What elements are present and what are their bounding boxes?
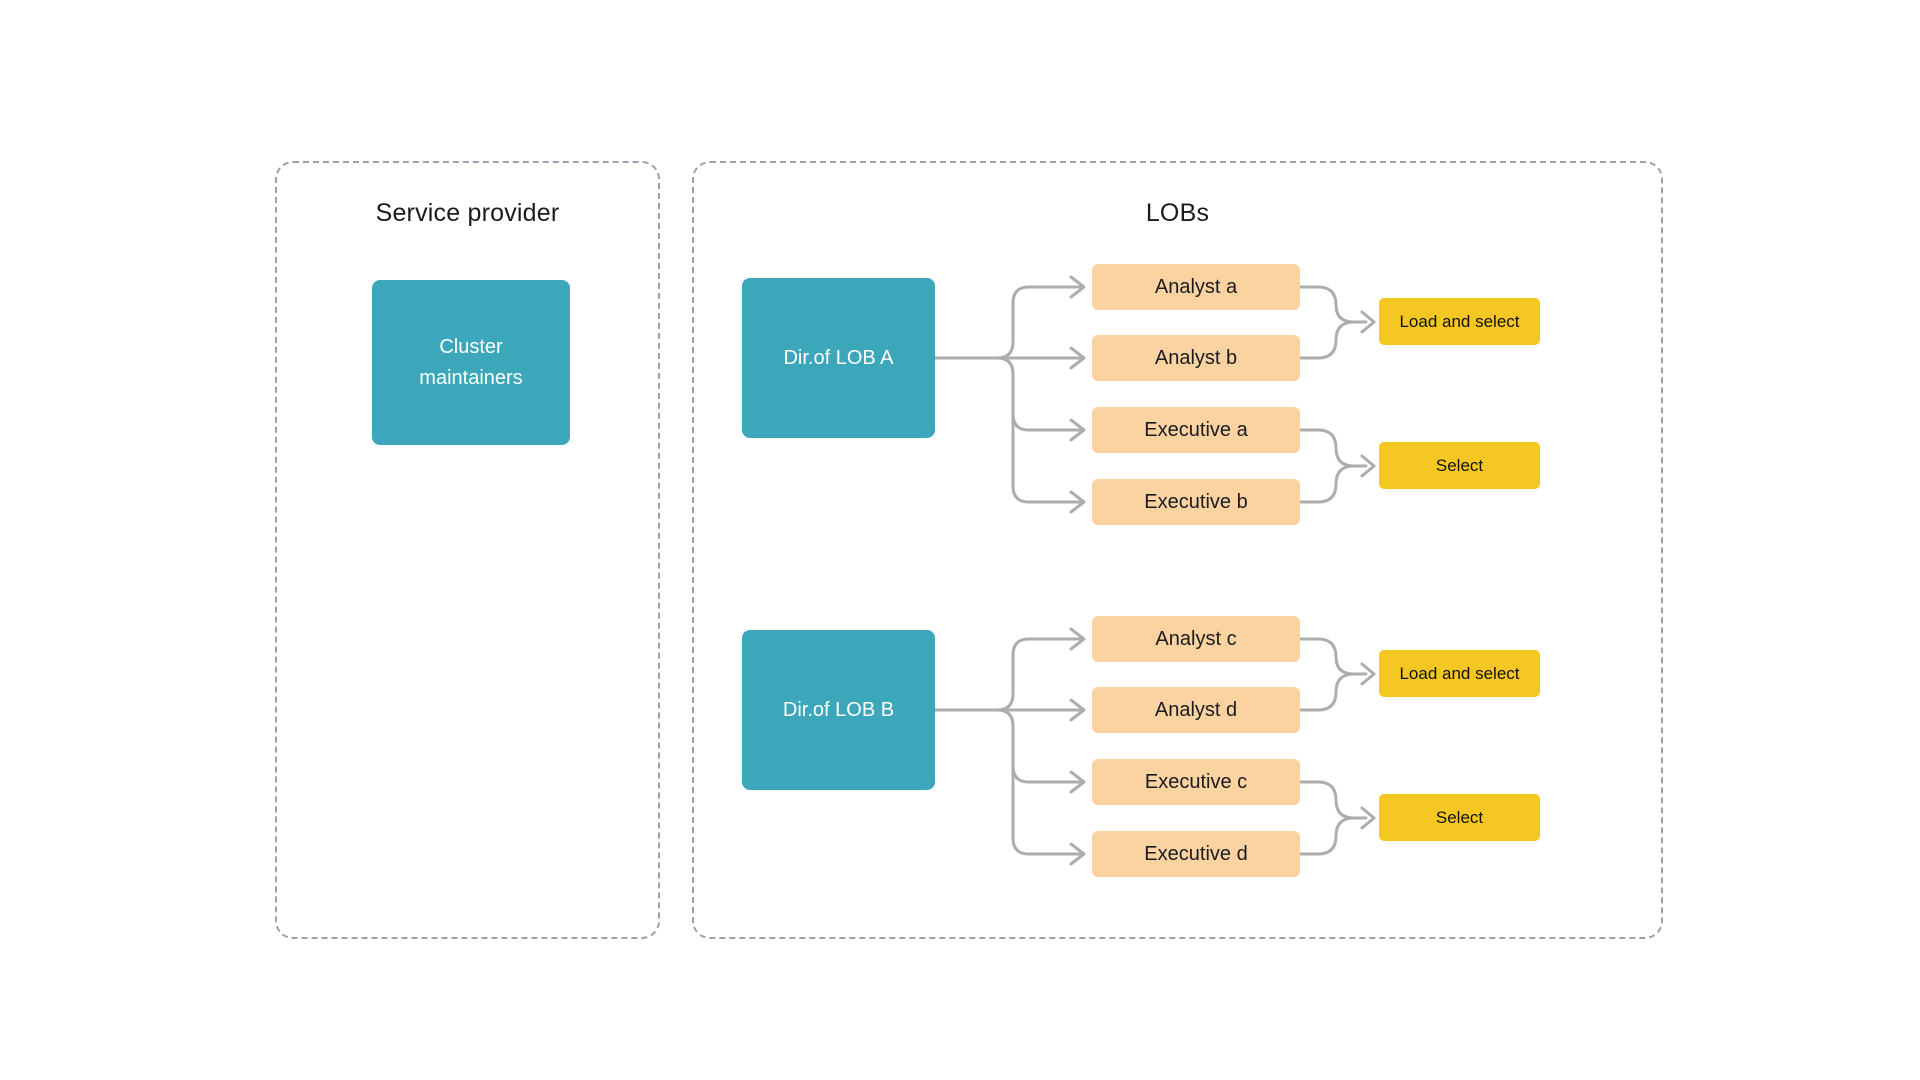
member-label: Analyst b (1154, 346, 1238, 369)
member-label: Analyst a (1154, 275, 1238, 298)
director-lob-a-box: Dir.of LOB A (742, 278, 935, 438)
lobs-container: LOBs (692, 161, 1663, 939)
lobs-title: LOBs (1145, 199, 1210, 227)
member-box-analyst-c: Analyst c (1092, 616, 1300, 662)
member-label: Analyst c (1155, 627, 1237, 650)
button-label: Select (1435, 455, 1484, 475)
service-provider-container: Service provider (275, 161, 660, 939)
button-label: Select (1435, 807, 1484, 827)
member-label: Executive a (1144, 418, 1248, 441)
member-box-analyst-d: Analyst d (1092, 687, 1300, 733)
director-lob-b-label: Dir.of LOB B (782, 698, 895, 721)
member-label: Executive b (1144, 490, 1248, 513)
cluster-maintainers-label-line1: Cluster (439, 335, 503, 358)
cluster-maintainers-label-line2: maintainers (419, 366, 523, 389)
member-label: Executive d (1144, 842, 1248, 865)
member-label: Executive c (1144, 770, 1248, 793)
button-label: Load and select (1399, 663, 1520, 683)
director-lob-a-label: Dir.of LOB A (783, 346, 894, 369)
service-provider-title: Service provider (375, 199, 560, 227)
load-and-select-button-b[interactable]: Load and select (1379, 650, 1540, 697)
member-box-executive-b: Executive b (1092, 479, 1300, 525)
member-box-analyst-b: Analyst b (1092, 335, 1300, 381)
select-button-b[interactable]: Select (1379, 794, 1540, 841)
member-box-executive-d: Executive d (1092, 831, 1300, 877)
member-box-analyst-a: Analyst a (1092, 264, 1300, 310)
load-and-select-button-a[interactable]: Load and select (1379, 298, 1540, 345)
cluster-maintainers-box: Cluster maintainers (372, 280, 570, 445)
member-box-executive-c: Executive c (1092, 759, 1300, 805)
member-box-executive-a: Executive a (1092, 407, 1300, 453)
member-label: Analyst d (1154, 698, 1238, 721)
button-label: Load and select (1399, 311, 1520, 331)
select-button-a[interactable]: Select (1379, 442, 1540, 489)
director-lob-b-box: Dir.of LOB B (742, 630, 935, 790)
